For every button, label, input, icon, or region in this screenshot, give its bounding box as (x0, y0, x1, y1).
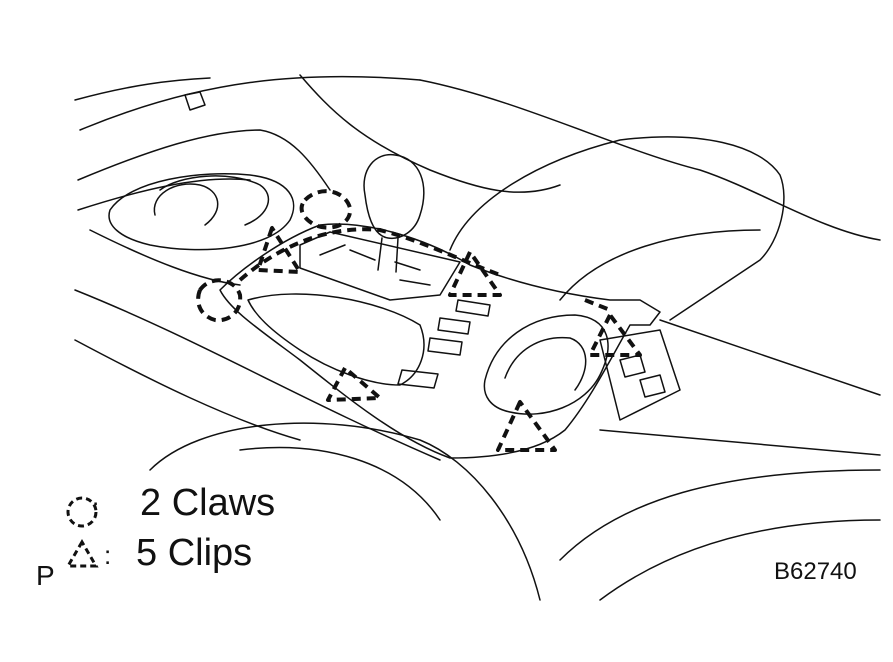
tray-left (89, 229, 241, 286)
switch-button-4 (455, 299, 491, 317)
right-switch-panel (599, 329, 681, 421)
legend-clip-symbol (65, 539, 99, 568)
right-console-side (659, 319, 881, 396)
legend-claw-symbol (66, 496, 98, 528)
bezel-dashed-outline (238, 227, 501, 282)
shift-gate-slots (319, 244, 431, 286)
dash-curve (299, 74, 561, 193)
switch-button-2 (427, 337, 463, 356)
right-switches (619, 354, 666, 398)
rear-cup-holder (483, 314, 609, 415)
clip-marker-2 (448, 250, 502, 297)
figure-code: B62740 (774, 558, 857, 585)
front-opening (247, 293, 425, 386)
switch-button-1 (437, 317, 471, 335)
armrest (449, 136, 785, 321)
left-console-side (74, 289, 441, 461)
cup-holder-outer (108, 173, 295, 251)
clip-marker-4 (496, 400, 557, 452)
switch-button-3 (397, 369, 439, 389)
center-stack-lower (77, 178, 251, 211)
claw-marker-2 (196, 278, 243, 323)
shift-knob (363, 154, 425, 240)
dash-line-1 (79, 75, 421, 131)
rear-cup-inner (504, 336, 587, 391)
clip-marker-5 (588, 313, 642, 357)
center-stack-top (77, 129, 331, 191)
cup-holder-ring (153, 183, 219, 226)
legend-clips-label: 5 Clips (136, 532, 253, 574)
legend-clips-colon: : (104, 540, 112, 570)
shift-gate (299, 231, 461, 301)
right-seat (559, 469, 881, 561)
clip-marker-3 (326, 366, 382, 402)
legend-claws-colon: : (92, 492, 100, 522)
legend-claws-label: 2 Claws (140, 482, 276, 524)
dash-vent (184, 91, 206, 111)
left-floor-line (74, 339, 301, 441)
clip-marker-1 (256, 226, 302, 274)
left-seat (149, 422, 541, 601)
cup-holder-inner (159, 175, 270, 226)
claw-marker-1 (299, 189, 353, 230)
dash-upper-right (419, 79, 881, 241)
right-seat-inner (599, 519, 881, 601)
dash-line-2 (74, 77, 211, 101)
armrest-edge (559, 229, 761, 301)
bezel-dashed-outline-2 (584, 298, 611, 312)
right-console-side-2 (599, 429, 881, 456)
left-seat-inner (239, 446, 441, 521)
view-letter: P (36, 560, 55, 591)
